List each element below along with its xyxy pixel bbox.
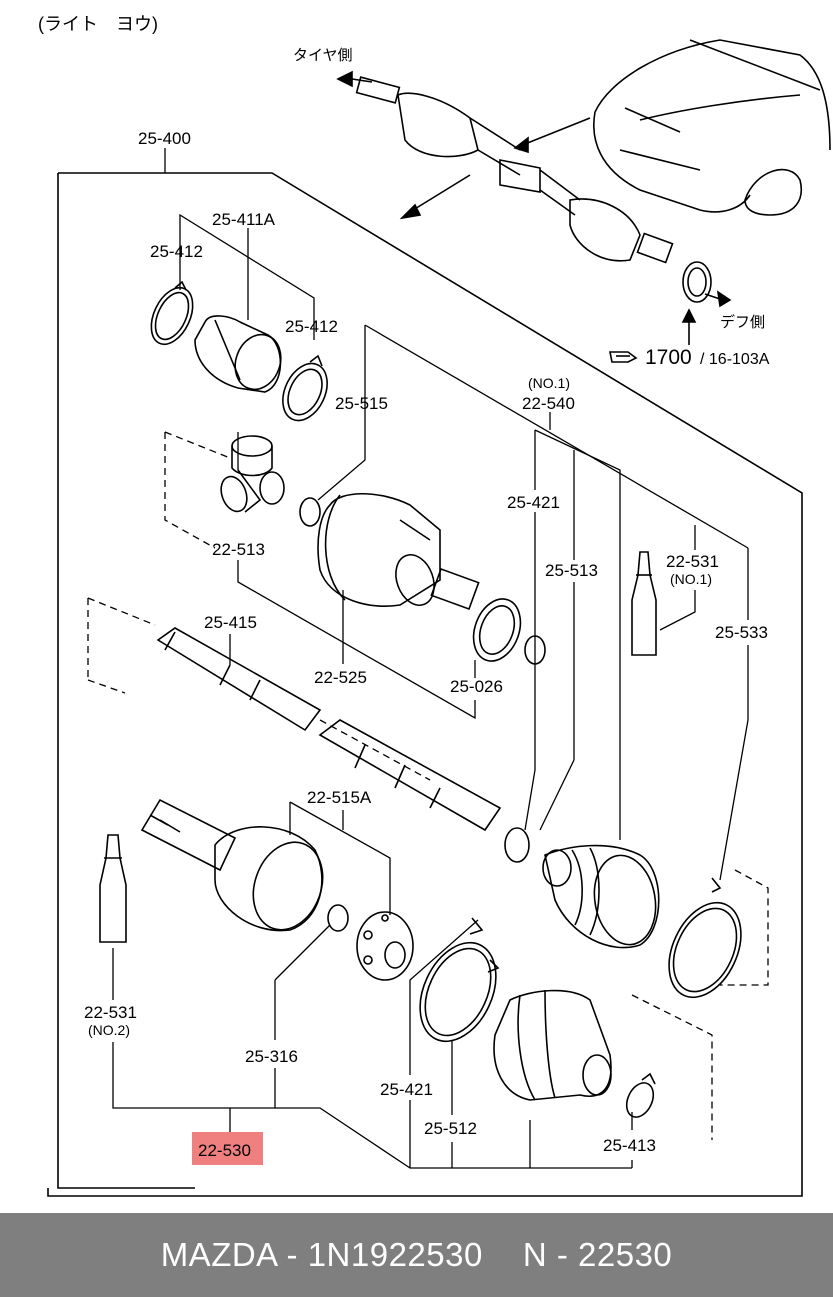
label-25-316: 25-316: [245, 1047, 298, 1066]
label-25-415: 25-415: [204, 613, 257, 632]
clamp-25-413: [625, 1072, 656, 1118]
boot-lower: [493, 989, 612, 1101]
clamp-25-412-right: [282, 354, 328, 422]
band-25-533: [668, 877, 742, 999]
snap-ring-25-421: [524, 635, 546, 665]
footer-part-text: MAZDA - 1N1922530: [160, 1236, 483, 1273]
label-25-412-a: 25-412: [150, 242, 203, 261]
header-title: (ライト ヨウ): [38, 14, 158, 34]
outer-joint-22-515A: [140, 798, 414, 981]
ref-page: / 16-103A: [700, 351, 770, 368]
tripod-joint-22-513: [220, 435, 285, 513]
label-25-026: 25-026: [450, 677, 503, 696]
grease-22-531-no2: [99, 834, 127, 943]
leader-lines: [87, 148, 769, 1169]
label-25-421-b: 25-421: [380, 1080, 433, 1099]
label-25-533: 25-533: [715, 623, 768, 642]
outer-race-22-525: [317, 492, 480, 611]
grease-22-531-no1: [631, 551, 657, 656]
footer-code-text: N - 22530: [522, 1236, 673, 1273]
shaft-assembly-overview: [336, 39, 831, 345]
label-22-531-a: 22-531: [666, 552, 719, 571]
boot-25-411A: [194, 315, 282, 393]
reference-hand-icon: [609, 351, 638, 363]
tire-side-label: タイヤ側: [293, 47, 353, 64]
shaft-25-415: [156, 627, 502, 832]
snap-ring-25-515: [299, 497, 321, 527]
label-22-531-a-no: (NO.1): [670, 571, 712, 587]
label-22-531-b-no: (NO.2): [88, 1022, 130, 1038]
label-25-512: 25-512: [424, 1119, 477, 1138]
diff-side-label: デフ側: [720, 313, 765, 331]
label-25-400: 25-400: [138, 129, 191, 148]
ref-number: 1700: [645, 346, 692, 369]
snap-ring-25-421-lower: [504, 827, 530, 863]
parts-diagram: (ライト ヨウ): [38, 14, 831, 1197]
oil-seal-25-026: [472, 598, 522, 662]
label-25-411A: 25-411A: [212, 210, 276, 229]
label-22-515A: 22-515A: [307, 788, 372, 807]
label-22-540-no: (NO.1): [528, 375, 570, 391]
label-25-515: 25-515: [335, 394, 388, 413]
label-25-412-b: 25-412: [285, 317, 338, 336]
label-25-413: 25-413: [603, 1136, 656, 1155]
part-number-footer: MAZDA - 1N1922530 N - 22530: [0, 1213, 833, 1297]
highlight-box: [192, 1132, 263, 1165]
label-22-513: 22-513: [212, 540, 265, 559]
label-25-513: 25-513: [545, 561, 598, 580]
label-22-531-b: 22-531: [84, 1003, 137, 1022]
label-22-525: 22-525: [314, 668, 367, 687]
label-22-540: 22-540: [522, 394, 575, 413]
band-25-512: [419, 917, 500, 1043]
clamp-25-412-left: [150, 280, 194, 346]
label-22-530-highlighted[interactable]: 22-530: [198, 1141, 251, 1160]
outer-frame: [47, 172, 803, 1197]
boot-25-513: [542, 844, 660, 949]
label-25-421-a: 25-421: [507, 493, 560, 512]
